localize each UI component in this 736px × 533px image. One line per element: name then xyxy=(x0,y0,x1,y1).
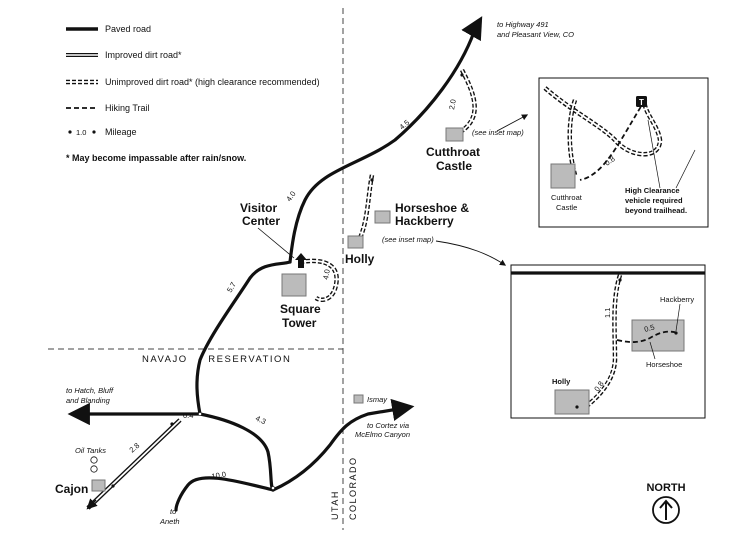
mileage-4-0-tower: 4.0 xyxy=(321,269,332,281)
sites: Cutthroat Castle (see inset map) Horsesh… xyxy=(55,127,524,496)
mileage-10-0: 10.0 xyxy=(211,470,227,481)
square-tower-label-2: Tower xyxy=(282,316,317,330)
colorado-label: COLORADO xyxy=(348,456,358,520)
inset-cutthroat-site-1: Cutthroat xyxy=(551,193,583,202)
visitor-center-label-1: Visitor xyxy=(240,201,277,215)
cajon-marker xyxy=(91,479,106,492)
inset-cutthroat-badge: T xyxy=(639,98,644,107)
legend: Paved road Improved dirt road* Unimprove… xyxy=(66,24,320,163)
road-cajon-inner xyxy=(87,419,181,509)
legend-unimproved-label: Unimproved dirt road* (high clearance re… xyxy=(105,77,320,87)
inset-holly-label: Holly xyxy=(552,377,571,386)
north-arrow: NORTH xyxy=(646,482,686,524)
inset-cutthroat-note-1: High Clearance xyxy=(625,186,680,195)
cutthroat-marker xyxy=(445,127,464,142)
holly-marker xyxy=(347,235,364,249)
dest-east-1: to Cortez via xyxy=(367,421,409,430)
reservation-label: NAVAJO RESERVATION xyxy=(142,354,291,365)
oil-tank-2 xyxy=(90,465,98,473)
dest-north-2: and Pleasant View, CO xyxy=(497,30,574,39)
road-cajon-arrow xyxy=(86,498,98,510)
visitor-center-leader xyxy=(257,227,295,259)
inset-horseshoe: Hackberry Horseshoe Holly 1.1 0.5 0.8 xyxy=(510,264,706,419)
horseshoe-see-inset: (see inset map) xyxy=(382,235,434,244)
north-label: NORTH xyxy=(646,482,685,494)
cajon-label: Cajon xyxy=(55,482,88,496)
road-south xyxy=(174,476,275,512)
inset-mileage-1-1: 1.1 xyxy=(603,308,612,318)
inset-pointer-cutthroat xyxy=(496,114,529,132)
dest-south-2: Aneth xyxy=(159,517,180,526)
horseshoe-label-1: Horseshoe & xyxy=(395,201,469,215)
dest-south-1: to xyxy=(170,507,176,516)
mileage-4-0-north: 4.0 xyxy=(284,189,297,203)
inset-cutthroat-note-2: vehicle required xyxy=(625,196,683,205)
inset-pointer-horseshoe xyxy=(435,240,507,266)
road-north xyxy=(288,30,476,264)
legend-trail-label: Hiking Trail xyxy=(105,103,150,113)
inset-cutthroat-site-2: Castle xyxy=(556,203,577,212)
inset-horseshoe-label: Horseshoe xyxy=(646,360,682,369)
dest-west-2: and Blanding xyxy=(66,396,111,405)
inset-cutthroat: T 0.8 Cutthroat Castle High Clearance ve… xyxy=(538,77,709,228)
legend-improved-label: Improved dirt road* xyxy=(105,50,182,60)
mileage-2-0: 2.0 xyxy=(447,99,458,111)
mileage-0-4: 0.4 xyxy=(183,411,193,420)
dest-east-2: McElmo Canyon xyxy=(355,430,410,439)
legend-paved-label: Paved road xyxy=(105,24,151,34)
road-visitor-south xyxy=(195,260,292,416)
mileage-4-5: 4.5 xyxy=(398,118,412,132)
road-east xyxy=(271,398,415,492)
paved-roads xyxy=(67,30,476,512)
oil-tanks-label: Oil Tanks xyxy=(75,446,106,455)
square-tower-marker xyxy=(281,273,307,297)
dest-west-1: to Hatch, Bluff xyxy=(66,386,114,395)
road-southeast xyxy=(198,412,275,492)
mileage-2-8: 2.8 xyxy=(128,441,142,455)
holly-label: Holly xyxy=(345,252,375,266)
oil-tank-1 xyxy=(90,456,98,464)
legend-mileage-sample: 1.0 xyxy=(76,128,86,137)
cutthroat-see-inset: (see inset map) xyxy=(472,128,524,137)
ismay-label: Ismay xyxy=(367,395,388,404)
cutthroat-label-1: Cutthroat xyxy=(426,145,480,159)
legend-note: * May become impassable after rain/snow. xyxy=(66,153,246,163)
legend-mileage-dot-left xyxy=(68,130,72,134)
legend-mileage-dot-right xyxy=(92,130,96,134)
ismay-marker xyxy=(353,394,364,404)
square-tower-label-1: Square xyxy=(280,302,321,316)
destinations: to Highway 491 and Pleasant View, CO to … xyxy=(66,16,574,526)
cutthroat-label-2: Castle xyxy=(436,159,472,173)
mileage-5-7: 5.7 xyxy=(225,280,238,294)
horseshoe-marker xyxy=(374,210,391,224)
mileage-4-3: 4.3 xyxy=(254,414,267,427)
dest-north-1: to Highway 491 xyxy=(497,20,549,29)
inset-cutthroat-note-3: beyond trailhead. xyxy=(625,206,687,215)
inset-mileage-0-5: 0.5 xyxy=(643,323,655,334)
inset-hackberry-label: Hackberry xyxy=(660,295,694,304)
visitor-center-label-2: Center xyxy=(242,214,280,228)
horseshoe-label-2: Hackberry xyxy=(395,214,454,228)
utah-label: UTAH xyxy=(330,490,340,520)
visitor-center-icon xyxy=(295,253,307,268)
legend-mileage-label: Mileage xyxy=(105,127,137,137)
